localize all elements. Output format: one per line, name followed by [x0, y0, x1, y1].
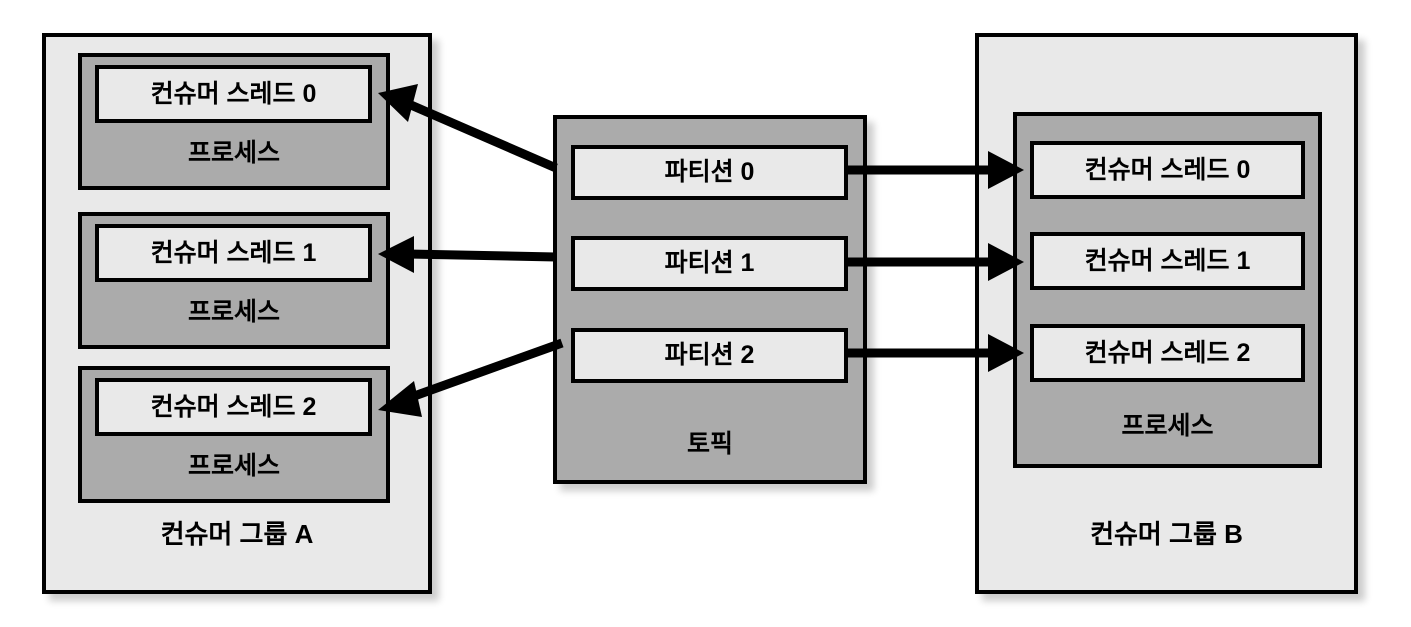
- partition-label-1: 파티션 1: [664, 249, 755, 277]
- consumer-thread-label-b-2: 컨슈머 스레드 2: [1084, 338, 1251, 367]
- consumer-group-a-caption: 컨슈머 그룹 A: [160, 519, 314, 549]
- process-caption-a-0: 프로세스: [187, 139, 280, 167]
- consumer-thread-label-b-0: 컨슈머 스레드 0: [1084, 155, 1251, 184]
- consumer-thread-box-b-1: 컨슈머 스레드 1: [1030, 232, 1305, 290]
- consumer-thread-label-a-0: 컨슈머 스레드 0: [150, 79, 317, 108]
- topic-caption: 토픽: [686, 430, 733, 458]
- process-caption-b: 프로세스: [1121, 412, 1214, 440]
- process-caption-a-1: 프로세스: [187, 298, 280, 326]
- consumer-thread-label-a-2: 컨슈머 스레드 2: [150, 392, 317, 421]
- partition-box-1: 파티션 1: [571, 236, 848, 291]
- consumer-thread-label-a-1: 컨슈머 스레드 1: [150, 238, 317, 267]
- partition-label-2: 파티션 2: [664, 341, 755, 369]
- partition-label-0: 파티션 0: [664, 158, 755, 186]
- consumer-group-b-caption: 컨슈머 그룹 B: [1090, 519, 1243, 549]
- partition-box-0: 파티션 0: [571, 145, 848, 200]
- consumer-thread-box-a-1: 컨슈머 스레드 1: [95, 224, 372, 282]
- consumer-thread-box-b-2: 컨슈머 스레드 2: [1030, 324, 1305, 382]
- consumer-thread-box-b-0: 컨슈머 스레드 0: [1030, 141, 1305, 199]
- process-caption-a-2: 프로세스: [187, 452, 280, 480]
- partition-box-2: 파티션 2: [571, 328, 848, 383]
- consumer-thread-label-b-1: 컨슈머 스레드 1: [1084, 246, 1251, 275]
- consumer-thread-box-a-2: 컨슈머 스레드 2: [95, 378, 372, 436]
- consumer-thread-box-a-0: 컨슈머 스레드 0: [95, 65, 372, 123]
